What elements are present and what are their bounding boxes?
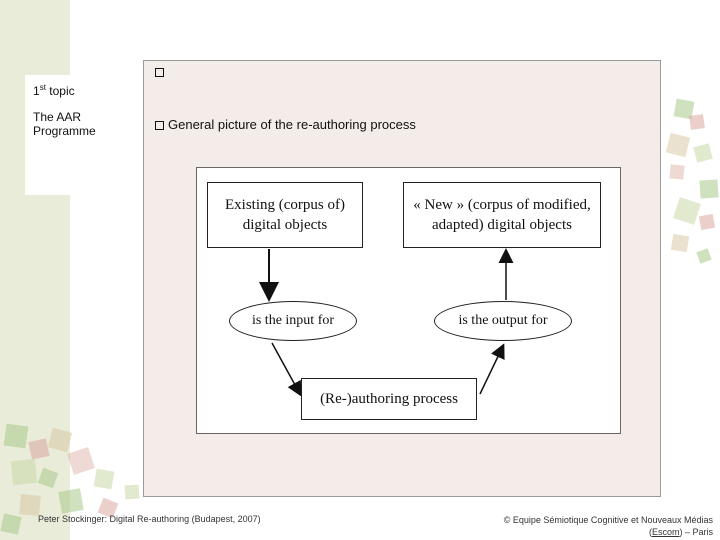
bullet-heading-text: General picture of the re-authoring proc… xyxy=(168,117,416,132)
new-box-line2: adapted) digital objects xyxy=(432,217,572,233)
section-title-line1: The AAR xyxy=(33,110,82,124)
new-box-line1: « New » (corpus of modified, xyxy=(413,197,591,213)
existing-box-line1: Existing (corpus of) xyxy=(225,197,345,213)
reauthoring-diagram: Existing (corpus of) digital objects « N… xyxy=(196,167,621,434)
footer-escom-link[interactable]: Escom xyxy=(651,527,680,537)
process-box-label: (Re-)authoring process xyxy=(320,391,458,407)
bullet-square-icon xyxy=(155,68,164,77)
footer-copyright: © Equipe Sémiotique Cognitive et Nouveau… xyxy=(458,514,713,538)
existing-box-line2: digital objects xyxy=(242,217,328,233)
input-ellipse-label: is the input for xyxy=(251,313,335,328)
footer-paren: ( xyxy=(648,527,652,537)
bullet-heading: General picture of the re-authoring proc… xyxy=(155,117,416,132)
topic-suffix: st xyxy=(39,83,46,92)
footer-copyright-line1: © Equipe Sémiotique Cognitive et Nouveau… xyxy=(503,515,713,525)
output-ellipse: is the output for xyxy=(434,301,572,341)
section-title-line2: Programme xyxy=(33,124,96,138)
input-ellipse: is the input for xyxy=(229,301,357,341)
topic-word: topic xyxy=(49,84,75,98)
bullet-square-icon xyxy=(155,121,164,130)
footer-location: ) – Paris xyxy=(679,527,713,537)
arrow-input-to-process xyxy=(271,342,302,397)
arrow-process-to-output xyxy=(479,343,505,395)
diagram-arrows xyxy=(259,248,514,397)
section-title: The AAR Programme xyxy=(33,110,133,138)
new-objects-box: « New » (corpus of modified, adapted) di… xyxy=(403,182,601,248)
sidebar-panel xyxy=(25,75,140,195)
output-ellipse-label: is the output for xyxy=(458,313,548,328)
empty-bullet xyxy=(155,65,168,79)
footer-credit: Peter Stockinger: Digital Re-authoring (… xyxy=(38,514,261,524)
topic-number: 1 xyxy=(33,84,40,98)
process-box: (Re-)authoring process xyxy=(301,378,477,420)
footer-copyright-line2: (Escom) – Paris xyxy=(458,526,713,538)
existing-objects-box: Existing (corpus of) digital objects xyxy=(207,182,363,248)
topic-label: 1st topic xyxy=(33,83,75,98)
